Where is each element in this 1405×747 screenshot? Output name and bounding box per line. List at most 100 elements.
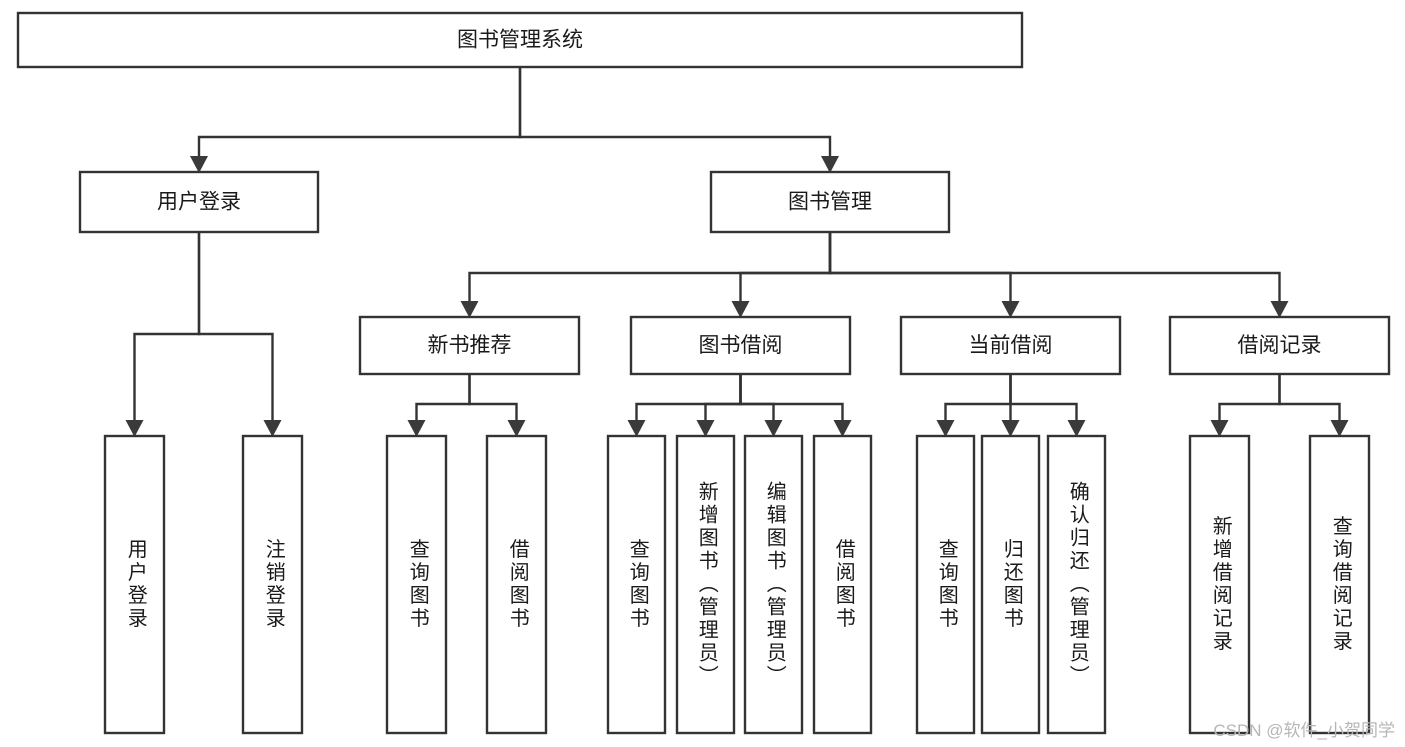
arrow-head-icon [407, 420, 426, 437]
node-l-new-2[interactable]: 借阅图书 [485, 434, 548, 735]
connector-n-login-to-l-login-1 [125, 232, 201, 437]
node-label-l-login-1: 用户登录 [124, 539, 147, 631]
node-label-n-borrow: 图书借阅 [699, 334, 783, 357]
arrow-head-icon [125, 420, 144, 437]
node-box-n-bookmgmt[interactable] [709, 170, 951, 234]
connector-root-to-n-login [190, 67, 522, 173]
connector-n-newbook-to-l-new-2 [468, 374, 526, 437]
node-label-l-bor-4: 借阅图书 [832, 538, 855, 630]
node-l-bor-1[interactable]: 查询图书 [606, 434, 667, 735]
connector-n-bookmgmt-to-n-current [828, 232, 1020, 318]
node-box-root[interactable] [16, 11, 1024, 69]
arrow-head-icon [833, 420, 852, 437]
node-label-l-login-2: 注销登录 [262, 538, 285, 630]
node-l-login-1[interactable]: 用户登录 [103, 434, 166, 735]
node-box-l-new-2[interactable] [485, 434, 548, 735]
node-box-l-cur-3[interactable] [1046, 434, 1107, 735]
node-layer: 图书管理系统用户登录图书管理新书推荐图书借阅当前借阅借阅记录用户登录注销登录查询… [16, 11, 1391, 735]
node-label-n-newbook: 新书推荐 [428, 334, 512, 357]
connector-root-to-n-bookmgmt [518, 67, 839, 173]
connector-n-borrow-to-l-bor-1 [627, 374, 742, 437]
node-box-n-borrow[interactable] [629, 315, 852, 376]
connector-n-borrow-to-l-bor-4 [739, 374, 852, 437]
arrow-head-icon [1210, 420, 1229, 437]
node-l-cur-3[interactable]: 确认归还（管理员） [1046, 434, 1107, 735]
arrow-head-icon [821, 156, 839, 173]
arrow-head-icon [460, 301, 479, 318]
connector-n-record-to-l-rec-2 [1278, 374, 1349, 437]
node-label-n-current: 当前借阅 [969, 334, 1053, 357]
node-l-bor-4[interactable]: 借阅图书 [812, 434, 873, 735]
connector-n-newbook-to-l-new-1 [407, 374, 471, 437]
node-label-l-bor-2: 新增图书（管理员） [695, 481, 718, 688]
node-box-l-rec-2[interactable] [1308, 434, 1371, 735]
arrow-head-icon [764, 420, 783, 437]
node-box-l-rec-1[interactable] [1188, 434, 1251, 735]
node-n-bookmgmt[interactable]: 图书管理 [709, 170, 951, 234]
node-n-newbook[interactable]: 新书推荐 [358, 315, 581, 376]
connector-n-bookmgmt-to-n-record [828, 232, 1289, 318]
connector-n-current-to-l-cur-1 [936, 374, 1012, 437]
node-box-l-bor-4[interactable] [812, 434, 873, 735]
node-l-cur-1[interactable]: 查询图书 [915, 434, 976, 735]
connector-layer [125, 67, 1349, 437]
arrow-head-icon [731, 301, 750, 318]
arrow-head-icon [1067, 420, 1086, 437]
node-label-l-new-2: 借阅图书 [506, 538, 529, 630]
arrow-head-icon [1001, 301, 1020, 318]
connector-n-bookmgmt-to-n-newbook [460, 232, 832, 318]
node-n-record[interactable]: 借阅记录 [1168, 315, 1391, 376]
connector-n-borrow-to-l-bor-2 [696, 374, 742, 437]
arrow-head-icon [1270, 301, 1289, 318]
node-label-root: 图书管理系统 [457, 29, 583, 52]
node-label-n-bookmgmt: 图书管理 [788, 191, 872, 214]
arrow-head-icon [1330, 420, 1349, 437]
node-l-rec-1[interactable]: 新增借阅记录 [1188, 434, 1251, 735]
arrow-head-icon [696, 420, 715, 437]
node-box-n-login[interactable] [78, 170, 320, 234]
connector-n-bookmgmt-to-n-borrow [731, 232, 832, 318]
node-label-n-record: 借阅记录 [1238, 334, 1322, 357]
node-box-l-bor-2[interactable] [675, 434, 736, 735]
node-label-l-cur-3: 确认归还（管理员） [1066, 481, 1089, 688]
connector-n-borrow-to-l-bor-3 [739, 374, 783, 437]
node-label-l-bor-3: 编辑图书（管理员） [763, 481, 786, 688]
node-label-l-rec-1: 新增借阅记录 [1209, 515, 1232, 653]
node-label-n-login: 用户登录 [157, 191, 241, 214]
node-l-rec-2[interactable]: 查询借阅记录 [1308, 434, 1371, 735]
node-box-n-record[interactable] [1168, 315, 1391, 376]
arrow-head-icon [1001, 420, 1020, 437]
node-n-current[interactable]: 当前借阅 [899, 315, 1122, 376]
node-l-bor-3[interactable]: 编辑图书（管理员） [743, 434, 804, 735]
arrow-head-icon [190, 156, 208, 173]
connector-n-login-to-l-login-2 [197, 232, 282, 437]
node-l-cur-2[interactable]: 归还图书 [980, 434, 1041, 735]
node-label-l-cur-2: 归还图书 [1000, 538, 1023, 630]
node-box-n-newbook[interactable] [358, 315, 581, 376]
node-box-l-cur-1[interactable] [915, 434, 976, 735]
node-box-l-bor-3[interactable] [743, 434, 804, 735]
node-box-l-login-2[interactable] [241, 434, 304, 735]
node-box-l-new-1[interactable] [385, 434, 448, 735]
node-label-l-new-1: 查询图书 [406, 538, 429, 630]
arrow-head-icon [263, 420, 282, 437]
node-box-l-login-1[interactable] [103, 434, 166, 735]
connector-n-record-to-l-rec-1 [1210, 374, 1281, 437]
node-n-borrow[interactable]: 图书借阅 [629, 315, 852, 376]
node-l-bor-2[interactable]: 新增图书（管理员） [675, 434, 736, 735]
node-label-l-rec-2: 查询借阅记录 [1329, 515, 1352, 653]
connector-n-current-to-l-cur-3 [1009, 374, 1086, 437]
node-box-n-current[interactable] [899, 315, 1122, 376]
node-root[interactable]: 图书管理系统 [16, 11, 1024, 69]
node-box-l-bor-1[interactable] [606, 434, 667, 735]
arrow-head-icon [627, 420, 646, 437]
arrow-head-icon [507, 420, 526, 437]
arrow-head-icon [936, 420, 955, 437]
node-box-l-cur-2[interactable] [980, 434, 1041, 735]
node-l-login-2[interactable]: 注销登录 [241, 434, 304, 735]
node-n-login[interactable]: 用户登录 [78, 170, 320, 234]
node-l-new-1[interactable]: 查询图书 [385, 434, 448, 735]
node-label-l-bor-1: 查询图书 [626, 538, 649, 630]
